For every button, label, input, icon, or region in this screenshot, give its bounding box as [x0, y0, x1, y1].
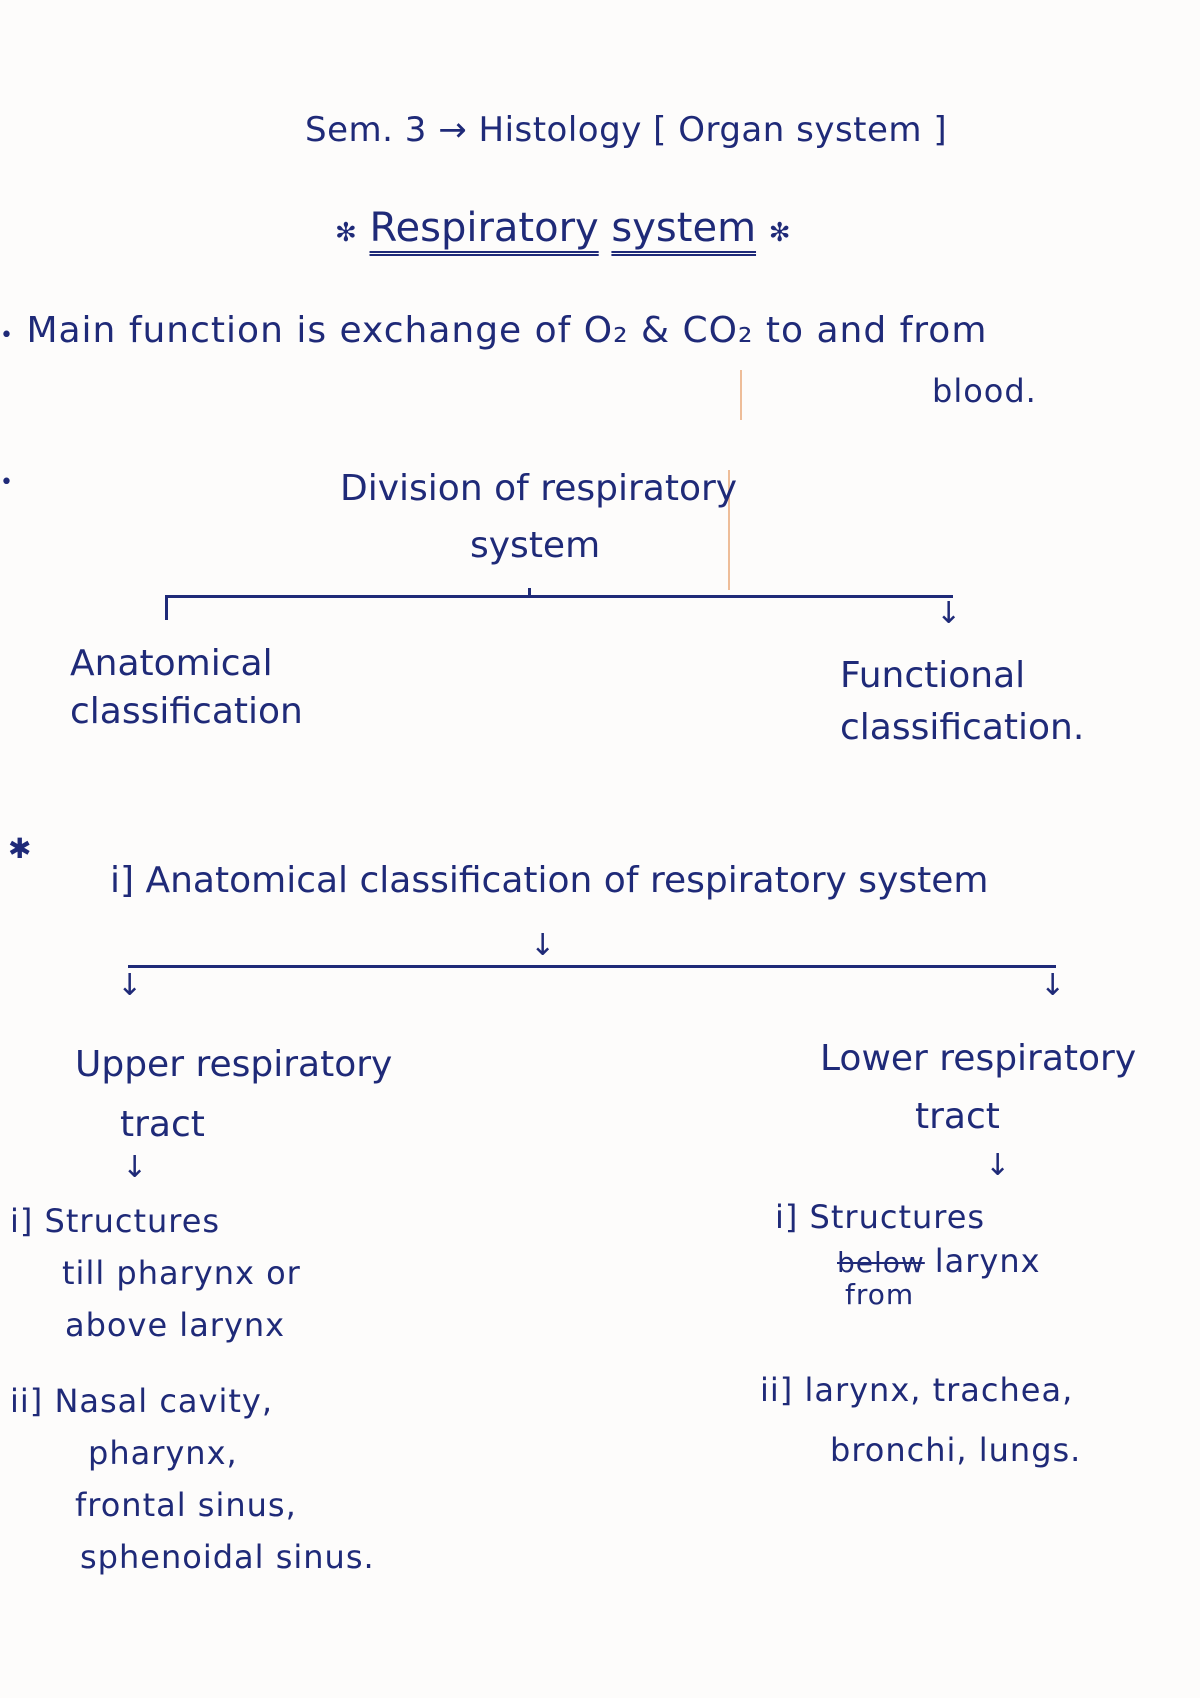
- course-label: Sem. 3: [305, 110, 427, 150]
- division-heading-line-1: Division of respiratory: [340, 468, 738, 509]
- lower-tract-line-1: Lower respiratory: [820, 1038, 1137, 1079]
- arrow-down-icon: ↓: [117, 968, 143, 1003]
- anatomical-classification-label: Anatomical classification: [70, 640, 303, 736]
- item-line: Nasal cavity,: [54, 1382, 274, 1420]
- arrow-down-icon: ↓: [530, 928, 556, 963]
- functional-label-line-1: Functional: [840, 655, 1026, 696]
- title-word-respiratory: Respiratory: [369, 205, 599, 251]
- item-line: Structures: [44, 1202, 221, 1240]
- topic-label: [ Organ system ]: [653, 110, 948, 150]
- lower-tract-label: Lower respiratory tract: [820, 1030, 1136, 1146]
- anatomical-branch-line: [128, 965, 1056, 968]
- division-branch-line: [165, 595, 953, 598]
- item-line: above larynx: [65, 1306, 286, 1344]
- item-marker: i]: [775, 1198, 799, 1236]
- lower-tract-line-2: tract: [915, 1096, 1000, 1137]
- functional-classification-label: Functional classification.: [840, 650, 1084, 754]
- division-left-drop: [165, 595, 168, 620]
- anatomical-heading: i] Anatomical classification of respirat…: [110, 860, 989, 901]
- upper-item-1: i] Structures till pharynx or above lary…: [10, 1195, 301, 1351]
- item-marker: ii]: [760, 1371, 794, 1409]
- intro-line-2: blood.: [932, 372, 1037, 410]
- asterisk-icon: ✻: [768, 218, 791, 248]
- struck-word: below: [837, 1246, 925, 1279]
- asterisk-icon: ✱: [8, 832, 32, 865]
- upper-tract-line-1: Upper respiratory: [75, 1044, 393, 1085]
- item-line: Structures: [809, 1198, 986, 1236]
- item-line: larynx, trachea,: [804, 1371, 1074, 1409]
- upper-item-2: ii] Nasal cavity, pharynx, frontal sinus…: [10, 1375, 375, 1583]
- correction-word: from: [845, 1278, 915, 1311]
- item-line: till pharynx or: [62, 1254, 301, 1292]
- arrow-icon: →: [438, 110, 468, 150]
- page-title: ✻ Respiratory system ✻: [335, 205, 791, 251]
- asterisk-icon: ✻: [335, 218, 357, 248]
- item-line: frontal sinus,: [75, 1486, 297, 1524]
- item-marker: ii]: [10, 1382, 44, 1420]
- page-header: Sem. 3 → Histology [ Organ system ]: [305, 110, 947, 150]
- bullet-icon: •: [0, 470, 13, 495]
- anatomical-label-line-2: classification: [70, 691, 303, 732]
- item-line: bronchi, lungs.: [830, 1431, 1082, 1469]
- title-word-system: system: [611, 205, 757, 251]
- item-line: larynx: [934, 1242, 1041, 1280]
- item-line: pharynx,: [88, 1434, 238, 1472]
- arrow-down-icon: ↓: [122, 1150, 148, 1185]
- division-center-tick: [528, 588, 531, 598]
- arrow-down-icon: ↓: [985, 1148, 1011, 1183]
- lower-item-2: ii] larynx, trachea, bronchi, lungs.: [760, 1360, 1081, 1480]
- functional-label-line-2: classification.: [840, 707, 1085, 748]
- arrow-down-icon: ↓: [1040, 968, 1066, 1003]
- bullet-icon: •: [0, 323, 14, 348]
- upper-tract-label: Upper respiratory tract: [75, 1035, 392, 1155]
- arrow-down-icon: ↓: [936, 596, 962, 631]
- paper-margin-mark: [740, 370, 742, 420]
- intro-text: Main function is exchange of O₂ & CO₂ to…: [26, 310, 988, 351]
- division-heading-line-2: system: [470, 525, 601, 566]
- upper-tract-line-2: tract: [120, 1104, 205, 1145]
- intro-line-1: • Main function is exchange of O₂ & CO₂ …: [0, 310, 987, 351]
- item-line: sphenoidal sinus.: [80, 1538, 375, 1576]
- paper-margin-mark: [728, 470, 730, 590]
- subject-label: Histology: [478, 110, 642, 150]
- anatomical-label-line-1: Anatomical: [70, 643, 273, 684]
- item-marker: i]: [10, 1202, 34, 1240]
- lower-item-1: i] Structures below larynx from: [775, 1195, 1041, 1317]
